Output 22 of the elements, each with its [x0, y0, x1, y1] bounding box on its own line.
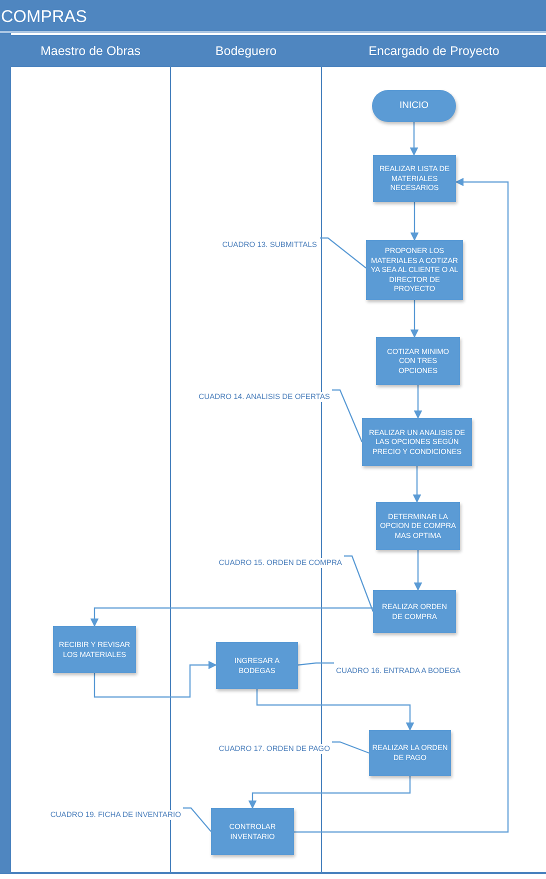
arrow: [248, 776, 411, 809]
arrow: [90, 607, 373, 627]
leader-line: [183, 807, 212, 832]
leader-line: [320, 237, 366, 268]
start-terminator: INICIO: [372, 90, 456, 122]
arrow: [414, 385, 422, 419]
arrow: [412, 466, 422, 503]
arrow: [256, 689, 414, 731]
leader-line: [344, 555, 374, 612]
arrow: [410, 300, 419, 338]
leader-line: [332, 389, 363, 442]
pool-title: COMPRAS: [0, 0, 546, 33]
arrow: [94, 660, 217, 698]
lane-header: Maestro de Obras: [11, 35, 170, 67]
lane-header: Encargado de Proyecto: [322, 35, 546, 67]
arrow: [294, 178, 509, 833]
leader-line: [298, 662, 334, 666]
arrow: [410, 122, 418, 156]
arrow: [414, 550, 422, 591]
leader-line: [332, 741, 370, 754]
lane-header: Bodeguero: [171, 35, 321, 67]
arrow: [410, 202, 419, 241]
